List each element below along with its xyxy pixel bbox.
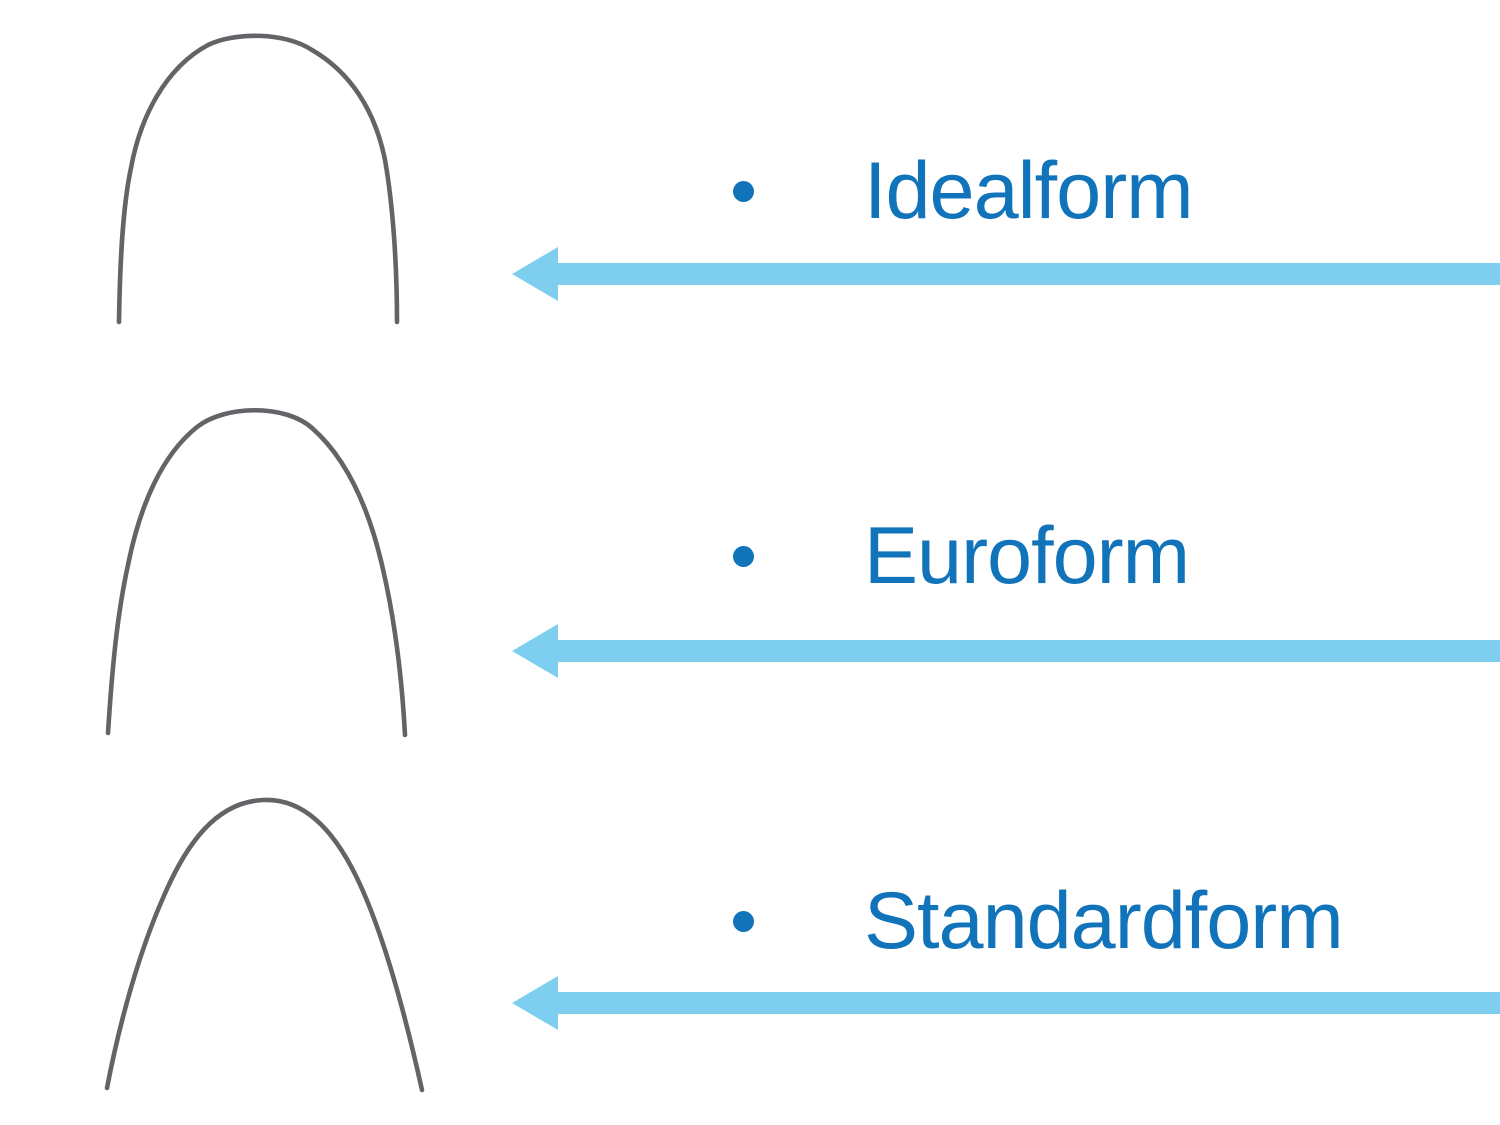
idealform-archwire-icon — [116, 33, 400, 325]
left-arrow-icon — [512, 247, 1500, 301]
bullet-icon — [733, 910, 754, 932]
euroform-archwire-icon — [105, 407, 408, 738]
list-item-idealform: Idealform — [733, 145, 1194, 237]
bullet-icon — [733, 545, 754, 567]
left-arrow-icon — [512, 624, 1500, 678]
left-arrow-icon — [512, 976, 1500, 1030]
bullet-icon — [733, 180, 754, 202]
standardform-label: Standardform — [864, 875, 1344, 966]
euroform-label: Euroform — [864, 510, 1190, 601]
list-item-standardform: Standardform — [733, 875, 1344, 967]
standardform-archwire-icon — [104, 797, 425, 1093]
list-item-euroform: Euroform — [733, 510, 1190, 602]
idealform-label: Idealform — [864, 145, 1194, 236]
